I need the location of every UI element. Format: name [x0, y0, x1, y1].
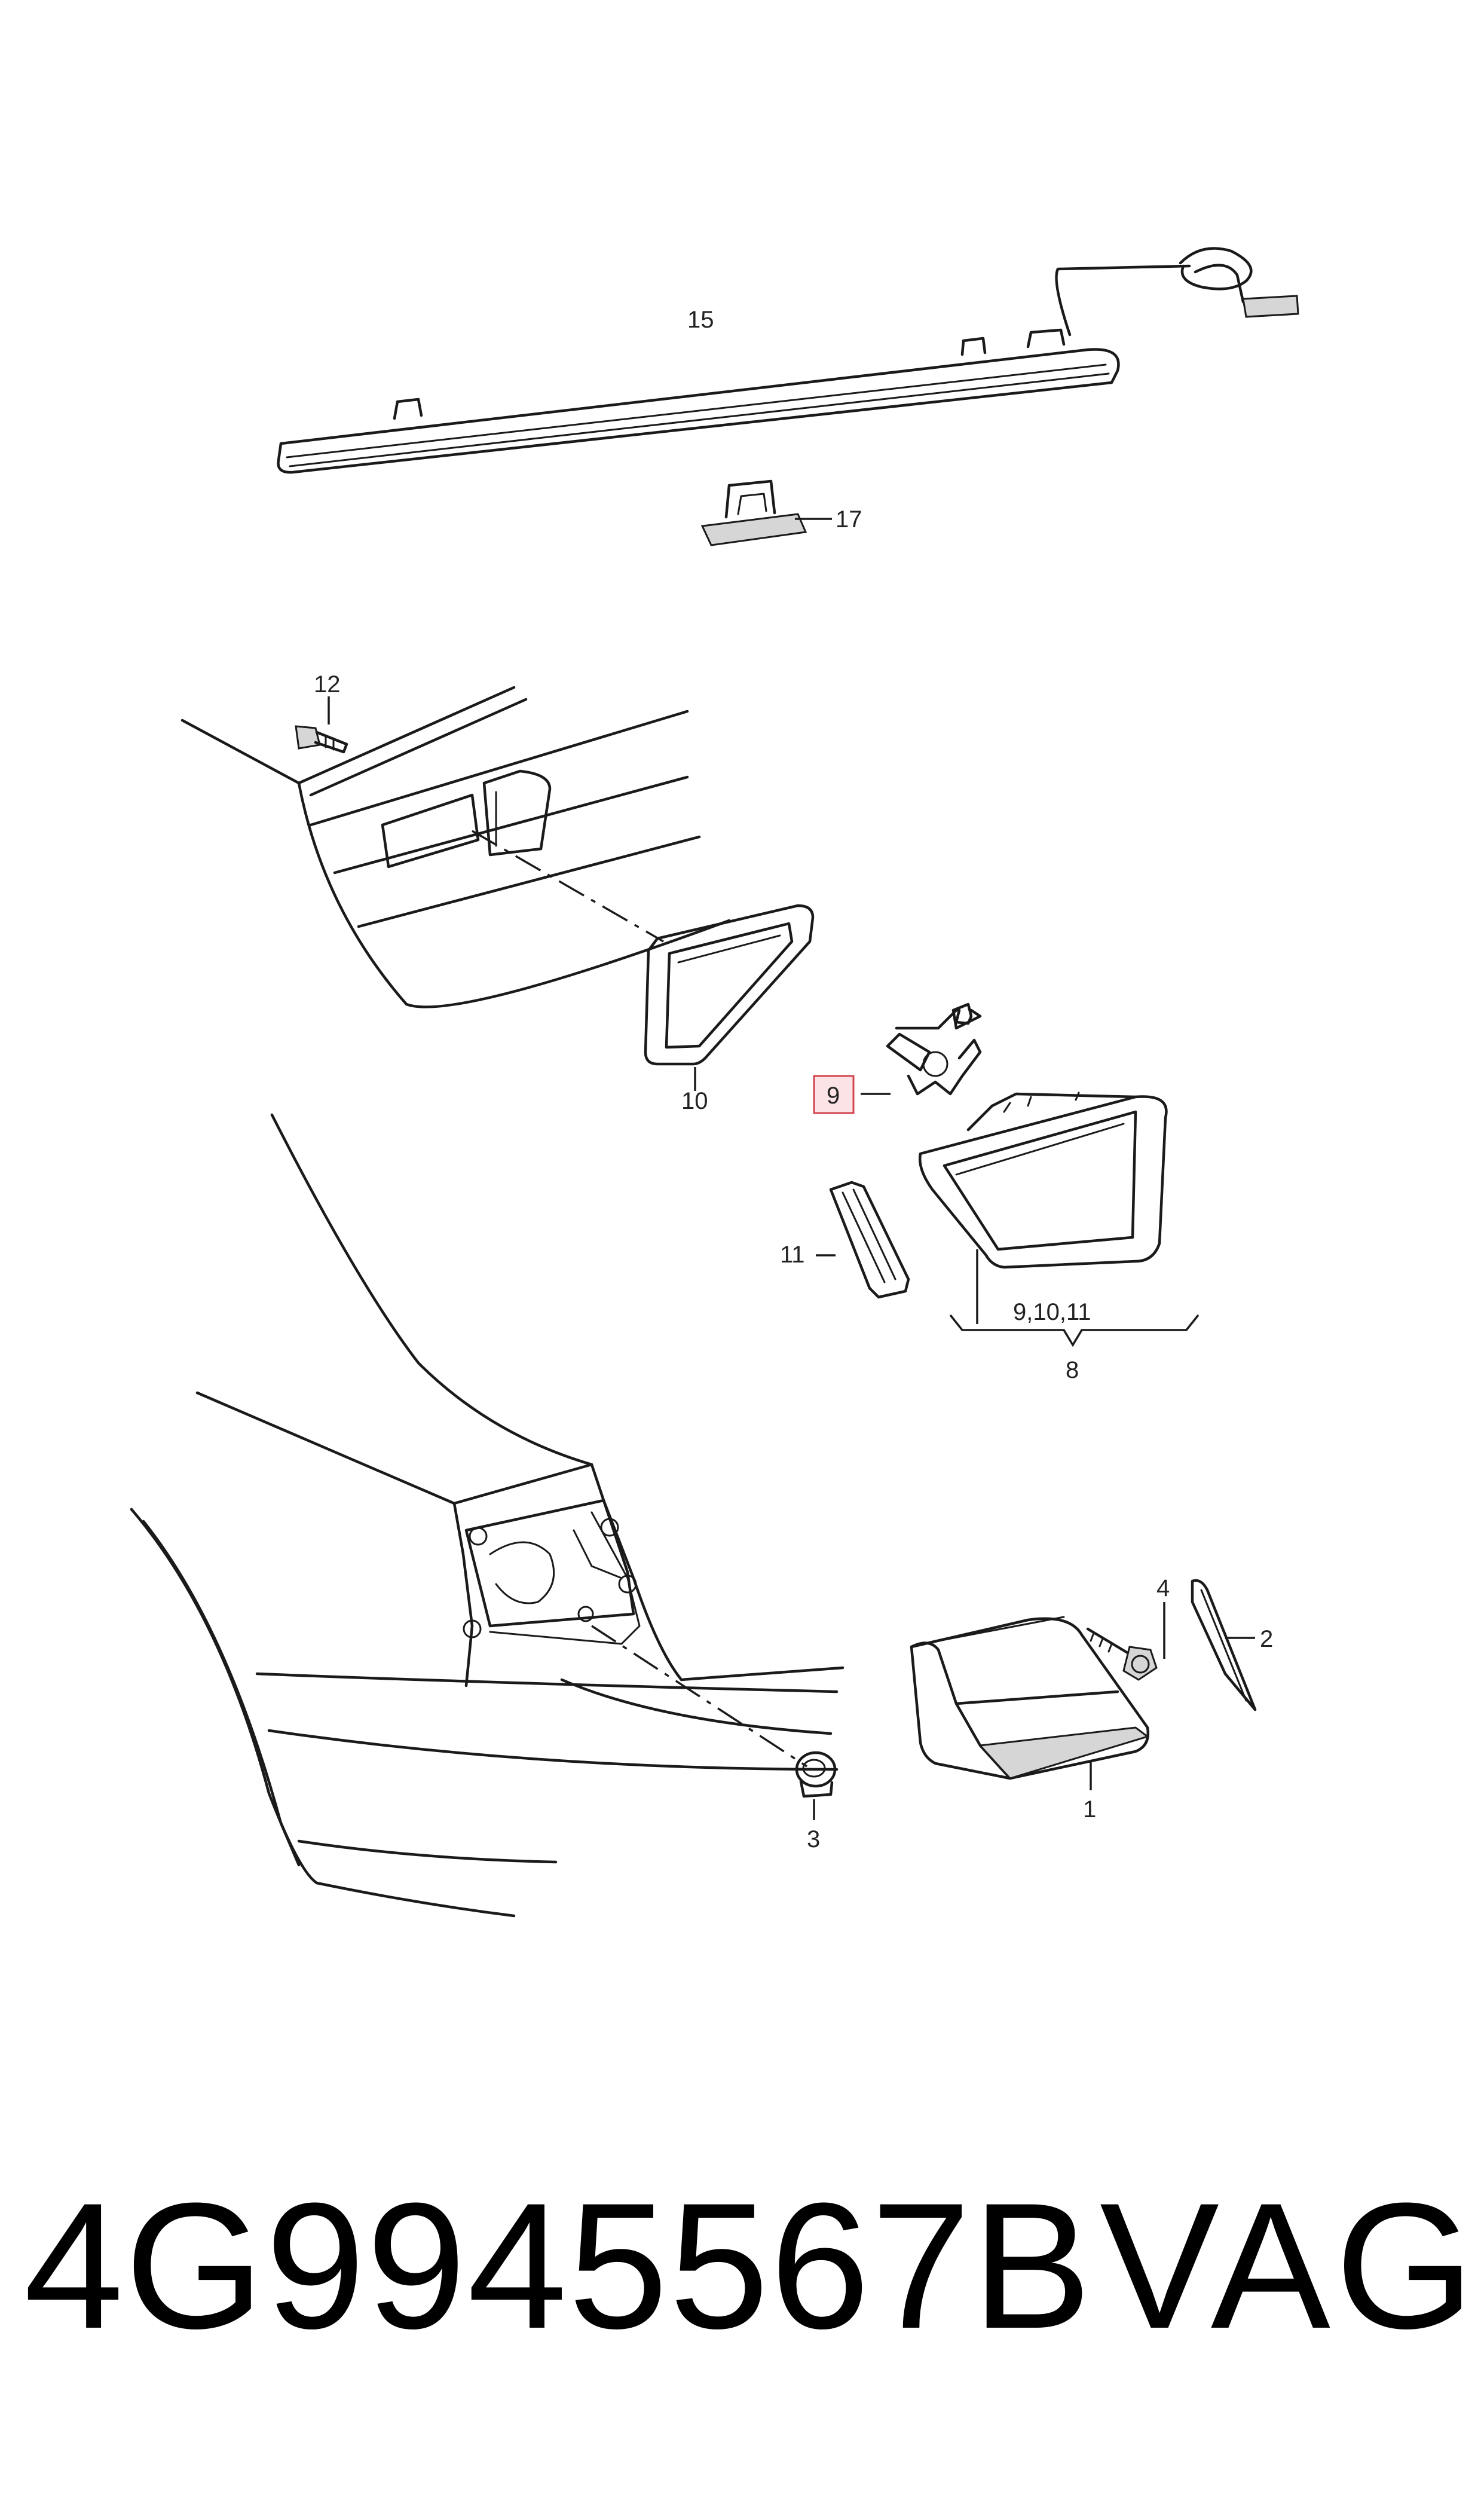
callout-15: 15: [687, 307, 714, 333]
callout-9: 9: [827, 1083, 840, 1109]
bolt-4: [1086, 1602, 1165, 1681]
trunk-lid-body: [180, 686, 731, 1008]
part-number: 4G9945567B: [24, 2165, 1093, 2366]
callout-9-10-11: 9,10,11: [1013, 1299, 1091, 1325]
third-brake-light-strip: [277, 247, 1299, 474]
clip-3: [795, 1751, 837, 1820]
callout-9-highlight: [813, 1075, 855, 1114]
trim-2: [1191, 1579, 1257, 1711]
brand-label: VAG: [1100, 2165, 1480, 2366]
callout-17: 17: [836, 506, 862, 533]
bolt-12: [295, 696, 348, 754]
callout-3: 3: [807, 1826, 820, 1852]
callout-4: 4: [1156, 1575, 1170, 1601]
license-plate-lamp: [700, 479, 832, 546]
callout-8: 8: [1066, 1357, 1079, 1383]
trim-11: [816, 1181, 910, 1299]
inner-tail-lamp-8: [919, 1092, 1200, 1347]
callout-1: 1: [1083, 1796, 1096, 1823]
gasket-10: [644, 904, 815, 1091]
callout-11: 11: [780, 1242, 805, 1268]
outer-tail-lamp-1: [910, 1616, 1150, 1790]
callout-2: 2: [1260, 1626, 1273, 1652]
callout-10: 10: [681, 1088, 708, 1114]
callout-12: 12: [314, 671, 341, 698]
bracket-9: [861, 1002, 982, 1096]
rear-quarter-body: [130, 1113, 844, 1918]
